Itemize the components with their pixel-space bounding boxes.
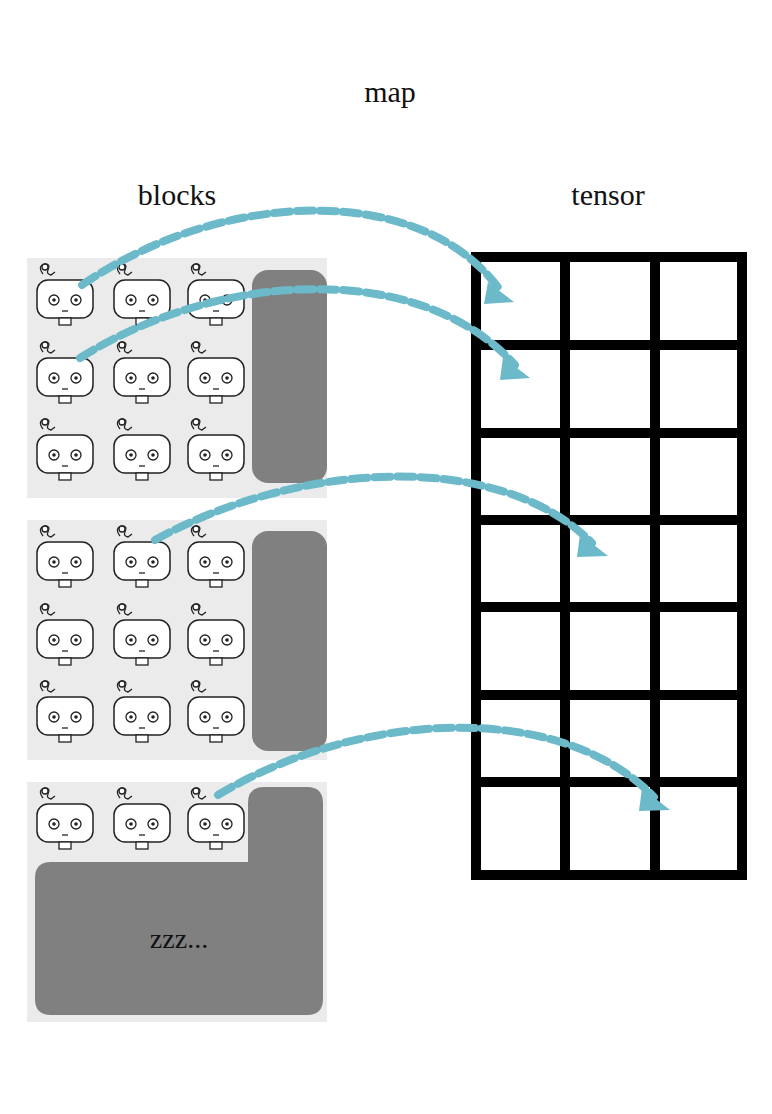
idle-text: zzz... — [150, 923, 208, 955]
robot-icon — [37, 604, 93, 665]
robot-icon — [114, 604, 170, 665]
arrow-heads — [484, 282, 670, 811]
robot-icon — [188, 604, 244, 665]
diagram-title: map — [364, 75, 416, 109]
robot-icon — [37, 788, 93, 849]
robot-icon — [114, 681, 170, 742]
idle-region — [35, 787, 323, 1015]
robot-icon — [37, 526, 93, 587]
idle-region: zzz... — [35, 862, 323, 1015]
idle-bar — [252, 270, 327, 483]
block-panel — [27, 782, 327, 1022]
robot-grid — [37, 264, 244, 849]
robot-icon — [37, 681, 93, 742]
robot-icon — [37, 264, 93, 325]
map-arrows — [80, 211, 654, 797]
block-panel — [27, 520, 327, 760]
robot-icon — [114, 342, 170, 403]
robot-icon — [114, 788, 170, 849]
robot-icon — [188, 419, 244, 480]
tensor-grid — [476, 257, 742, 875]
idle-bar — [252, 531, 327, 751]
robot-icon — [188, 526, 244, 587]
robot-icon — [37, 419, 93, 480]
robot-icon — [114, 419, 170, 480]
column-label: tensor — [571, 178, 644, 212]
column-label: blocks — [138, 178, 216, 212]
robot-icon — [188, 681, 244, 742]
robot-icon — [188, 342, 244, 403]
